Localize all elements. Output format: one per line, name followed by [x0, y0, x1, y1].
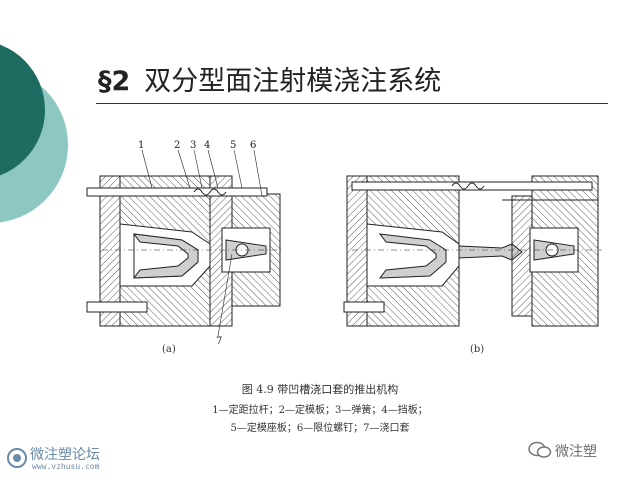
part-number-4: 4 — [204, 140, 211, 151]
sublabel-b: (b) — [470, 344, 485, 355]
pull-rod-b — [351, 181, 593, 191]
part-number-2: 2 — [174, 140, 181, 151]
guide-pin-a — [86, 301, 148, 313]
plate-b-middle — [511, 195, 533, 317]
title-underline — [96, 103, 608, 104]
mold-diagram — [86, 149, 602, 337]
figure-caption-line-2: 5—定模座板；6—限位螺钉；7—浇口套 — [230, 423, 410, 434]
spring-b — [451, 182, 485, 190]
part-number-3: 3 — [190, 140, 197, 151]
drawing-a — [86, 149, 282, 337]
section-mark: §2 — [98, 66, 131, 97]
part-number-1: 1 — [138, 140, 145, 151]
corner-decoration — [0, 44, 68, 223]
figure-caption-title: 图 4.9 带凹槽浇口套的推出机构 — [241, 383, 399, 396]
part-number-5: 5 — [230, 140, 237, 151]
part-number-6: 6 — [250, 140, 257, 151]
pull-rod-a — [86, 187, 268, 197]
sublabel-a: (a) — [162, 344, 176, 355]
guide-pin-b — [343, 301, 385, 313]
wechat-icon — [528, 441, 552, 458]
forum-watermark-url: www.vzhusu.com — [32, 462, 100, 471]
slide-title-text: 双分型面注射模浇注系统 — [144, 66, 442, 97]
figure-caption-line-1: 1—定距拉杆；2—定模板；3—弹簧；4—挡板； — [212, 405, 428, 416]
dark-teal-circle — [0, 44, 45, 176]
forum-logo-icon — [7, 448, 27, 468]
drawing-b — [343, 175, 602, 327]
spring-a — [193, 188, 227, 196]
slide-title: §2 双分型面注射模浇注系统 — [98, 64, 441, 100]
part-number-7: 7 — [216, 336, 223, 347]
forum-watermark-text: 微注塑论坛 — [30, 447, 100, 463]
wechat-watermark-text: 微注塑 — [555, 444, 597, 460]
